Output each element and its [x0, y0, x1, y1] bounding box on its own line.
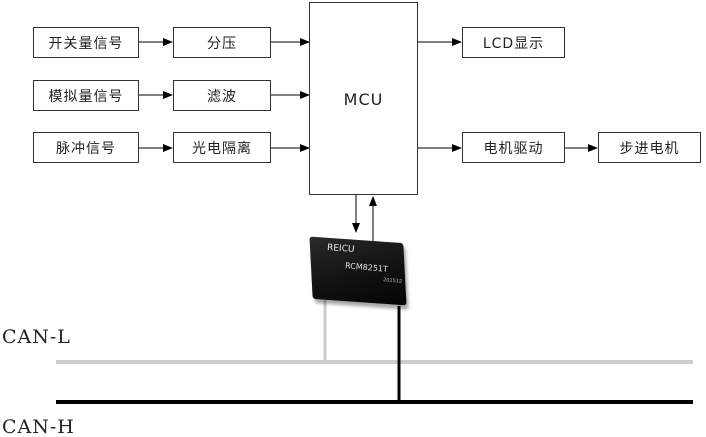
switch-signal-label: 开关量信号: [48, 35, 124, 52]
lcd-display-box: LCD显示: [462, 27, 565, 58]
switch-signal-box: 开关量信号: [33, 27, 139, 58]
mcu-label: MCU: [343, 90, 384, 109]
motor-driver-label: 电机驱动: [483, 140, 544, 157]
filter-box: 滤波: [173, 80, 271, 111]
lcd-display-label: LCD显示: [482, 35, 545, 52]
filter-label: 滤波: [207, 88, 237, 105]
stepper-motor-box: 步进电机: [598, 132, 701, 163]
module-brand-logo: REICU: [326, 243, 355, 255]
mcu-block: MCU: [309, 2, 418, 195]
stepper-motor-label: 步进电机: [619, 140, 680, 157]
analog-signal-box: 模拟量信号: [33, 80, 139, 111]
motor-driver-box: 电机驱动: [462, 132, 565, 163]
voltage-divider-label: 分压: [207, 35, 237, 52]
voltage-divider-box: 分压: [173, 27, 271, 58]
pulse-signal-box: 脉冲信号: [33, 132, 139, 163]
can-transceiver-module: REICU RCM8251T 201512: [305, 232, 409, 310]
opto-isolation-box: 光电隔离: [173, 132, 271, 163]
can-l-label: CAN-L: [2, 326, 71, 348]
analog-signal-label: 模拟量信号: [48, 88, 124, 105]
pulse-signal-label: 脉冲信号: [56, 140, 116, 157]
opto-isolation-label: 光电隔离: [192, 140, 252, 157]
can-h-label: CAN-H: [2, 416, 75, 437]
